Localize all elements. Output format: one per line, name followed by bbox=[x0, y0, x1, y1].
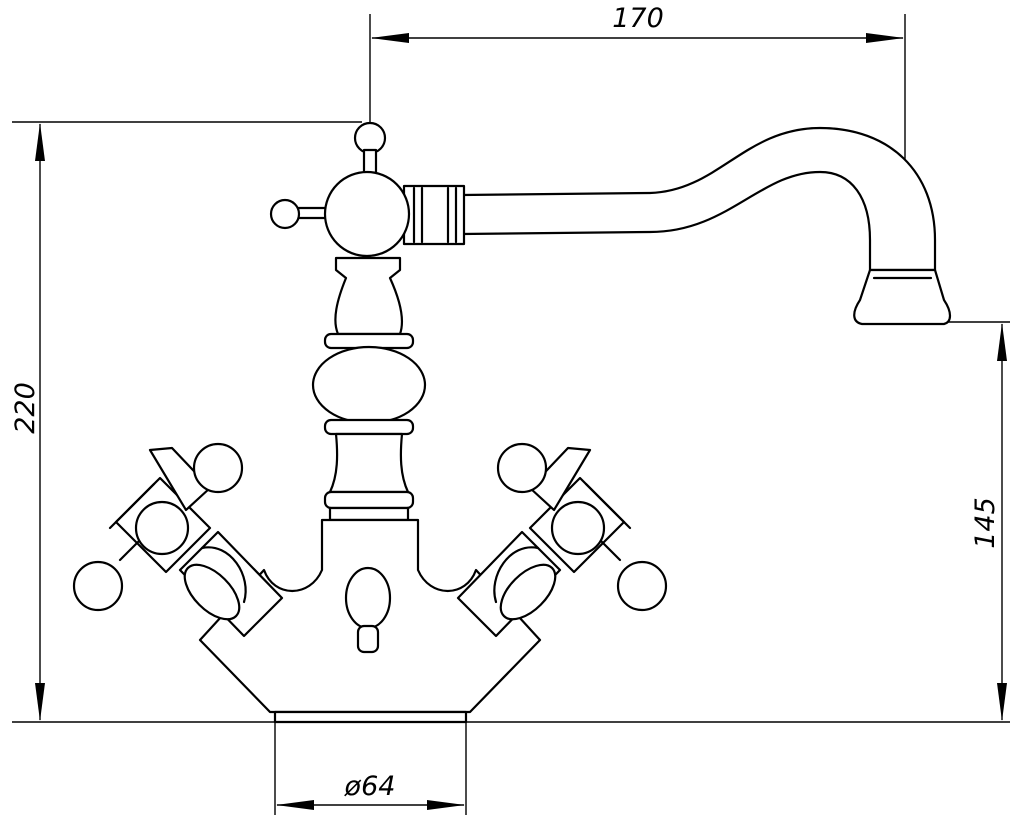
base-diameter-label: ø64 bbox=[344, 771, 396, 802]
head-ball bbox=[323, 170, 411, 258]
body-column bbox=[311, 256, 427, 522]
height-label: 220 bbox=[10, 382, 41, 434]
dimension-width: 170 bbox=[369, 3, 906, 165]
right-cross-handle bbox=[456, 442, 668, 638]
spout bbox=[460, 126, 952, 326]
width-label: 170 bbox=[612, 3, 664, 34]
dimension-base-diameter: ø64 bbox=[274, 722, 467, 815]
left-cross-handle bbox=[72, 442, 284, 638]
dimension-height: 220 bbox=[10, 121, 362, 723]
spout-collar bbox=[402, 184, 466, 246]
spout-height-label: 145 bbox=[970, 497, 1001, 549]
top-finial bbox=[269, 121, 387, 230]
lower-body bbox=[198, 518, 542, 724]
dimension-spout-height: 145 bbox=[466, 321, 1010, 723]
